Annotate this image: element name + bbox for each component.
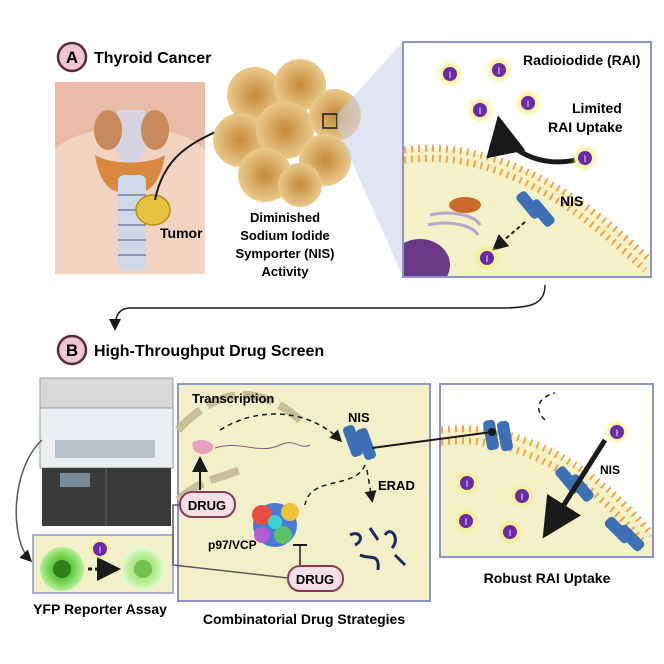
nis-caption-line1: Diminished	[250, 210, 320, 225]
screener-to-assay-arrow	[15, 439, 43, 563]
nis-right-label: NIS	[600, 463, 620, 477]
svg-text:I: I	[521, 492, 524, 502]
svg-text:I: I	[498, 66, 501, 76]
iodide-ion: I	[497, 519, 523, 545]
yfp-reporter-box: I	[32, 534, 174, 594]
erad-fragments	[349, 527, 407, 571]
iodide-ion: I	[485, 56, 513, 84]
svg-text:I: I	[509, 528, 512, 538]
iodide-ion: I	[453, 508, 479, 534]
panel-transition-arrow	[109, 284, 546, 331]
drug-label-1: DRUG	[188, 498, 226, 513]
limited-label-1: Limited	[572, 100, 622, 116]
nis-caption-line4: Activity	[262, 264, 310, 279]
iodide-group-a: I I I I I I	[436, 56, 599, 272]
combo-label: Combinatorial Drug Strategies	[203, 611, 405, 627]
svg-text:I: I	[479, 106, 482, 116]
limited-label-2: RAI Uptake	[548, 119, 623, 135]
robust-uptake-arrow	[542, 438, 608, 539]
iodide-group-b: I I I I I	[453, 419, 630, 545]
badge-a-letter: A	[66, 48, 78, 67]
iodide-ion: I	[466, 96, 494, 124]
iodide-ion: I	[604, 419, 630, 445]
iodide-ion: I	[436, 60, 464, 88]
robust-rai-box	[439, 383, 654, 558]
tumor-label: Tumor	[160, 225, 203, 241]
robust-label: Robust RAI Uptake	[484, 570, 611, 586]
zoom-wedge	[337, 42, 403, 277]
nis-caption-line2: Sodium Iodide	[240, 228, 330, 243]
reporter-label: YFP Reporter Assay	[33, 601, 167, 617]
neck-illustration	[55, 82, 205, 274]
rai-title: Radioiodide (RAI)	[523, 52, 640, 68]
nis-channel-c3	[604, 516, 645, 552]
rai-zoom-box	[402, 41, 652, 278]
panel-b-title: High-Throughput Drug Screen	[94, 343, 324, 360]
drug-badge-2: DRUG	[287, 565, 344, 592]
p97-vcp-structure	[252, 503, 299, 547]
nis-caption-line3: Symporter (NIS)	[236, 246, 335, 261]
iodide-ion: I	[454, 470, 480, 496]
svg-text:I: I	[527, 99, 530, 109]
panel-a: A Thyroid Cancer Tumor	[55, 41, 652, 279]
assay-to-drug2-connector	[172, 564, 289, 579]
iodide-ion: I	[473, 244, 501, 272]
badge-b	[56, 334, 88, 366]
iodide-ion: I	[89, 538, 111, 560]
svg-text:I: I	[616, 428, 619, 438]
svg-text:I: I	[99, 545, 102, 555]
tumor-cell-cluster	[213, 59, 361, 207]
nis-channel-a	[516, 191, 555, 227]
badge-b-letter: B	[66, 341, 78, 360]
svg-text:I: I	[465, 517, 468, 527]
nis-label-b: NIS	[348, 410, 370, 425]
nis-channel-b-center	[343, 425, 376, 460]
nis-label-a: NIS	[560, 193, 583, 209]
p97-label: p97/VCP	[208, 538, 257, 552]
iodide-ion: I	[509, 483, 535, 509]
robotic-screener	[39, 377, 174, 526]
svg-text:I: I	[466, 479, 469, 489]
tumor-blob	[135, 194, 171, 226]
svg-text:I: I	[584, 154, 587, 164]
erad-label: ERAD	[378, 478, 415, 493]
iodide-ion: I	[514, 89, 542, 117]
svg-text:I: I	[486, 254, 489, 264]
iodide-ion: I	[571, 144, 599, 172]
assay-to-drug1-connector	[172, 504, 180, 565]
drug-badge-1: DRUG	[179, 491, 236, 518]
svg-text:I: I	[449, 70, 452, 80]
panel-b: B High-Throughput Drug Screen I YFP Repo…	[15, 334, 654, 627]
transcription-label: Transcription	[192, 391, 274, 406]
nis-to-membrane-connector	[371, 431, 493, 449]
limited-uptake-arrow	[486, 115, 576, 165]
drug-label-2: DRUG	[296, 572, 334, 587]
panel-a-title: Thyroid Cancer	[94, 50, 211, 67]
badge-a	[56, 41, 88, 73]
